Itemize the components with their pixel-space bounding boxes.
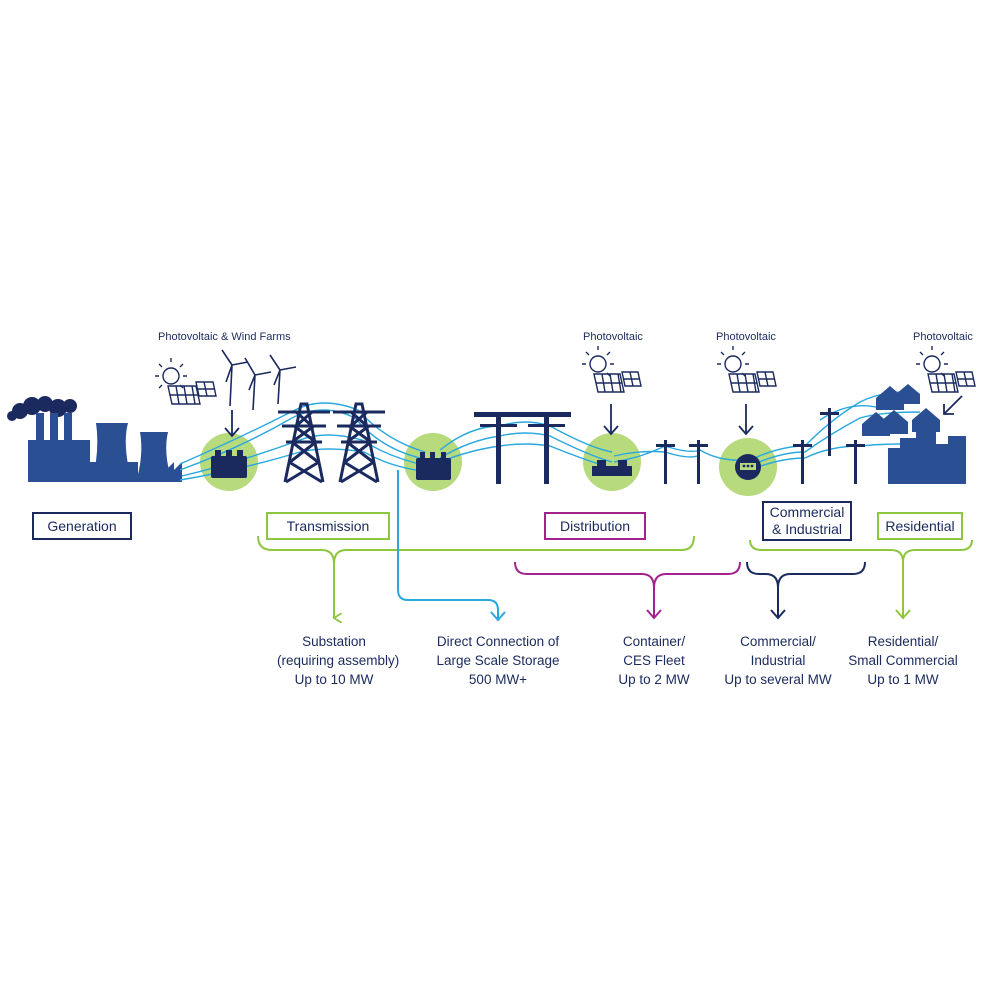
segment-generation: Generation: [32, 512, 132, 540]
output-container-line3: Up to 2 MW: [618, 672, 690, 687]
segment-residential: Residential: [877, 512, 963, 540]
output-substation-line3: Up to 10 MW: [294, 672, 374, 687]
output-commercial-line3: Up to several MW: [724, 672, 832, 687]
battery-icon: [416, 452, 451, 480]
source-label-pv-residential: Photovoltaic: [913, 331, 973, 343]
house-icon: [862, 384, 940, 436]
solar-panel-icon: [717, 346, 777, 393]
ci-bracket: [746, 561, 866, 620]
solar-panel-icon: [582, 346, 642, 393]
output-substation-line1: Substation: [302, 634, 366, 649]
output-residential: Residential/ Small Commercial Up to 1 MW: [842, 632, 964, 689]
output-direct-line3: 500 MW+: [468, 672, 528, 687]
output-residential-line1: Residential/: [867, 634, 939, 649]
output-commercial-line2: Industrial: [750, 653, 806, 668]
output-commercial-line1: Commercial/: [740, 634, 816, 649]
direct-connection-line: [397, 470, 506, 622]
output-residential-line2: Small Commercial: [848, 653, 958, 668]
segment-distribution: Distribution: [544, 512, 646, 540]
output-direct-line1: Direct Connection of: [436, 634, 560, 649]
output-direct-connection: Direct Connection of Large Scale Storage…: [428, 632, 568, 689]
output-substation: Substation (requiring assembly) Up to 10…: [277, 632, 400, 689]
utility-pole-icon: [474, 408, 865, 484]
distribution-bracket: [514, 561, 741, 620]
power-lines: [179, 391, 921, 481]
transmission-tower-icon: [278, 402, 330, 484]
transmission-bracket: [257, 535, 695, 618]
output-substation-line2: (requiring assembly): [277, 653, 400, 668]
output-direct-line2: Large Scale Storage: [436, 653, 560, 668]
solar-panel-icon: [155, 358, 217, 405]
output-container: Container/ CES Fleet Up to 2 MW: [612, 632, 696, 689]
output-residential-line3: Up to 1 MW: [867, 672, 939, 687]
battery-icon: [592, 460, 632, 476]
battery-icon: [211, 450, 247, 478]
segment-transmission: Transmission: [266, 512, 390, 540]
output-container-line2: CES Fleet: [623, 653, 685, 668]
city-buildings-icon: [888, 430, 966, 484]
output-commercial: Commercial/ Industrial Up to several MW: [720, 632, 836, 689]
segment-commercial-industrial: Commercial & Industrial: [762, 501, 852, 541]
transmission-tower-icon: [333, 402, 385, 484]
output-container-line1: Container/: [622, 634, 686, 649]
wind-turbine-icon: [221, 349, 297, 411]
factory-icon: [7, 396, 182, 482]
residential-bracket: [749, 539, 973, 620]
solar-panel-icon: [916, 346, 976, 393]
down-arrow-icon: [224, 395, 963, 438]
source-label-wind: Photovoltaic & Wind Farms: [158, 331, 291, 343]
source-label-pv-distribution: Photovoltaic: [583, 331, 643, 343]
segment-ci-line2: & Industrial: [771, 521, 843, 537]
source-label-pv-commercial: Photovoltaic: [716, 331, 776, 343]
meter-icon: [735, 454, 761, 480]
segment-ci-line1: Commercial: [769, 504, 845, 520]
